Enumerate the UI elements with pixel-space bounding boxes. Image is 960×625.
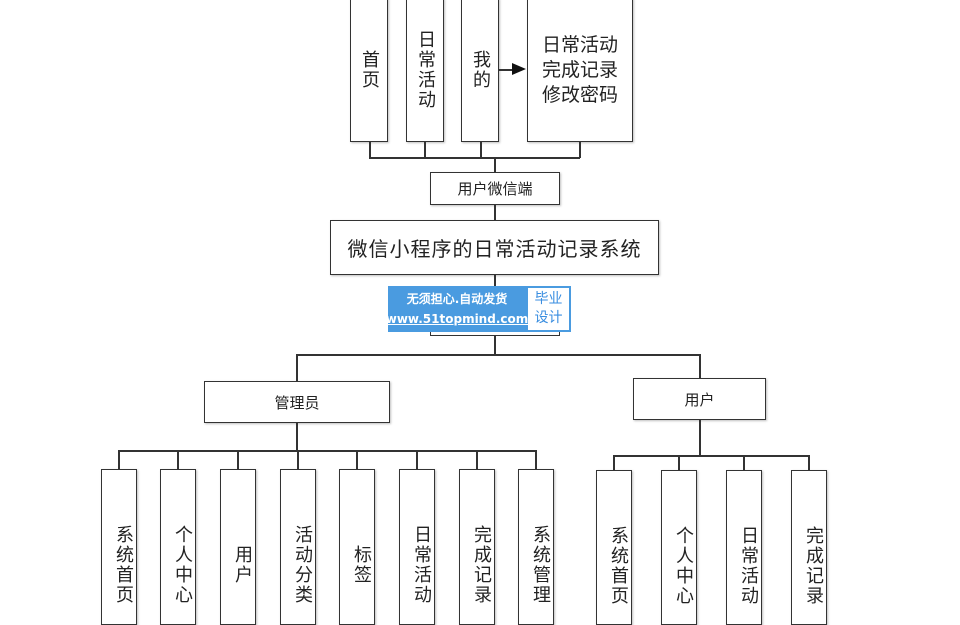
connector — [416, 450, 418, 469]
connector — [476, 450, 478, 469]
connector — [177, 450, 179, 469]
leaf-label: 标签 — [351, 545, 372, 585]
leaf-label: 日常活动 — [738, 525, 759, 606]
leaf-label: 活动分类 — [292, 525, 313, 605]
connector — [743, 455, 745, 470]
connector — [535, 450, 537, 469]
node-admin: 管理员 — [204, 381, 390, 423]
leaf-node: 系统管理 — [518, 469, 554, 625]
leaf-label: 完成记录 — [471, 525, 492, 605]
watermark-text: 无须担心.自动发货 — [406, 292, 508, 306]
leaf-label: 系统首页 — [608, 525, 629, 606]
system-title-label: 微信小程序的日常活动记录系统 — [347, 237, 642, 261]
node-label: 日常活动 — [415, 30, 436, 110]
node-user-client: 用户微信端 — [430, 172, 560, 205]
watermark-url: www.51topmind.com — [385, 312, 529, 326]
connector — [699, 354, 701, 379]
leaf-node: 用户 — [220, 469, 256, 625]
node-label: 用户微信端 — [457, 180, 533, 198]
connector — [369, 157, 580, 159]
arrow-head-icon — [512, 63, 526, 75]
connector — [480, 142, 482, 158]
connector — [356, 450, 358, 469]
leaf-node: 日常活动 — [399, 469, 435, 625]
connector — [678, 455, 680, 470]
leaf-node: 完成记录 — [791, 470, 827, 625]
connector — [237, 450, 239, 469]
node-label: 首页 — [359, 50, 380, 90]
connector — [369, 142, 371, 158]
detail-item: 完成记录 — [541, 58, 618, 81]
connector — [118, 450, 536, 452]
watermark: 无须担心.自动发货 www.51topmind.com 毕业设计 — [385, 286, 571, 332]
leaf-label: 个人中心 — [172, 525, 193, 605]
node-label: 管理员 — [274, 393, 320, 412]
node-home: 首页 — [350, 0, 388, 142]
connector — [613, 455, 809, 457]
detail-item: 日常活动 — [541, 33, 618, 56]
leaf-node: 个人中心 — [160, 469, 196, 625]
node-mine-details: 日常活动 完成记录 修改密码 — [527, 0, 633, 142]
connector — [494, 204, 496, 221]
leaf-label: 系统首页 — [113, 525, 134, 605]
leaf-node: 系统首页 — [101, 469, 137, 625]
connector — [494, 157, 496, 173]
connector — [579, 142, 581, 158]
node-daily-activity: 日常活动 — [406, 0, 444, 142]
watermark-badge: 毕业 — [534, 291, 563, 307]
arrow-line — [499, 69, 515, 71]
connector — [296, 354, 700, 356]
node-label: 用户 — [684, 390, 715, 409]
node-system-title: 微信小程序的日常活动记录系统 — [330, 220, 659, 275]
connector — [297, 450, 299, 469]
leaf-node: 完成记录 — [459, 469, 495, 625]
leaf-label: 用户 — [232, 545, 253, 585]
leaf-label: 完成记录 — [803, 525, 824, 606]
connector — [613, 455, 615, 470]
leaf-label: 系统管理 — [530, 525, 551, 605]
detail-item: 修改密码 — [541, 83, 618, 106]
leaf-node: 日常活动 — [726, 470, 762, 625]
connector — [296, 422, 298, 451]
node-mine: 我的 — [461, 0, 499, 142]
leaf-node: 系统首页 — [596, 470, 632, 625]
connector — [808, 455, 810, 470]
connector — [296, 354, 298, 382]
watermark-badge: 设计 — [534, 310, 563, 326]
connector — [118, 450, 120, 469]
leaf-node: 活动分类 — [280, 469, 316, 625]
connector — [424, 142, 426, 158]
connector — [699, 419, 701, 456]
leaf-node: 个人中心 — [661, 470, 697, 625]
leaf-node: 标签 — [339, 469, 375, 625]
leaf-label: 日常活动 — [411, 525, 432, 605]
node-label: 我的 — [470, 50, 491, 90]
leaf-label: 个人中心 — [673, 525, 694, 606]
node-user: 用户 — [633, 378, 766, 420]
